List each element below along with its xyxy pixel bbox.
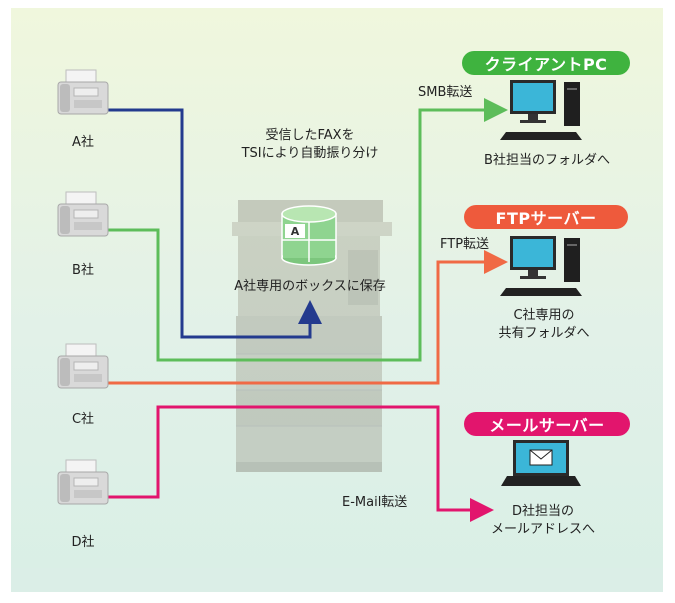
dest-desc-d-line2: メールアドレスへ xyxy=(490,521,595,537)
fax-machine-icon xyxy=(57,459,109,505)
transfer-label-smb: SMB転送 xyxy=(418,85,473,100)
sender-label-d: D社 xyxy=(71,535,95,550)
route-c-line xyxy=(108,250,508,385)
badge-ftp-server: FTPサーバー xyxy=(464,205,628,229)
dest-desc-d: D社担当の メールアドレスへ xyxy=(478,503,608,538)
fax-machine-icon xyxy=(57,191,109,237)
transfer-label-ftp: FTP転送 xyxy=(440,237,490,252)
route-d-line xyxy=(108,405,494,522)
dest-desc-b-line1: B社担当のフォルダへ xyxy=(484,153,610,168)
box-tag: A xyxy=(291,225,300,238)
dest-desc-c-line2: 共有フォルダへ xyxy=(498,325,590,341)
route-a-line xyxy=(108,108,322,339)
center-caption-line1: 受信したFAXを xyxy=(265,128,355,143)
badge-client-pc: クライアントPC xyxy=(462,51,630,75)
box-label: A社専用のボックスに保存 xyxy=(234,279,386,294)
route-b-line xyxy=(108,98,508,362)
desktop-pc-icon xyxy=(500,236,582,296)
dest-desc-c-line1: C社専用の xyxy=(513,308,575,323)
badge-mail-server: メールサーバー xyxy=(464,412,630,436)
center-caption: 受信したFAXを TSIにより自動振り分け xyxy=(205,127,415,162)
dest-desc-b: B社担当のフォルダへ xyxy=(472,152,622,170)
sender-label-a: A社 xyxy=(72,135,94,150)
storage-box-icon xyxy=(281,205,337,266)
transfer-label-email: E-Mail転送 xyxy=(342,495,408,510)
laptop-mail-icon xyxy=(501,440,581,486)
dest-desc-d-line1: D社担当の xyxy=(511,504,574,519)
sender-label-b: B社 xyxy=(72,263,94,278)
desktop-pc-icon xyxy=(500,80,582,140)
fax-machine-icon xyxy=(57,343,109,389)
dest-desc-c: C社専用の 共有フォルダへ xyxy=(484,307,604,342)
sender-label-c: C社 xyxy=(71,412,95,427)
background-band xyxy=(11,568,663,592)
center-caption-line2: TSIにより自動振り分け xyxy=(241,145,379,161)
fax-machine-icon xyxy=(57,69,109,115)
